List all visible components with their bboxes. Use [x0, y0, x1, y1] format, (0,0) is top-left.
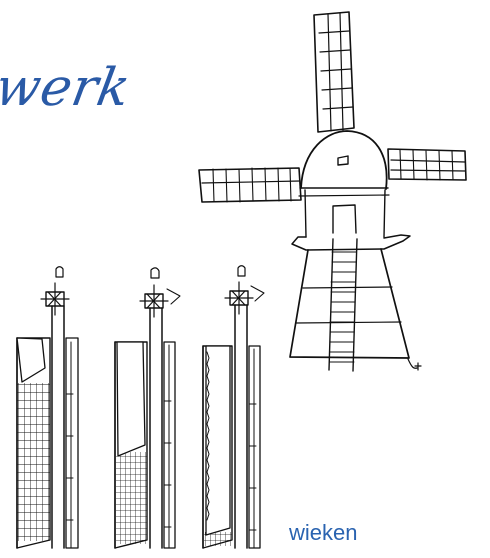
windmill-drawing [199, 12, 466, 371]
caption-label: wieken [289, 520, 358, 545]
windmill-study-1 [17, 267, 78, 548]
windmill-study-2 [115, 268, 180, 548]
page-title-fragment: werk [0, 58, 135, 118]
windmill-study-3 [203, 266, 264, 548]
windmill-studies [17, 266, 264, 548]
